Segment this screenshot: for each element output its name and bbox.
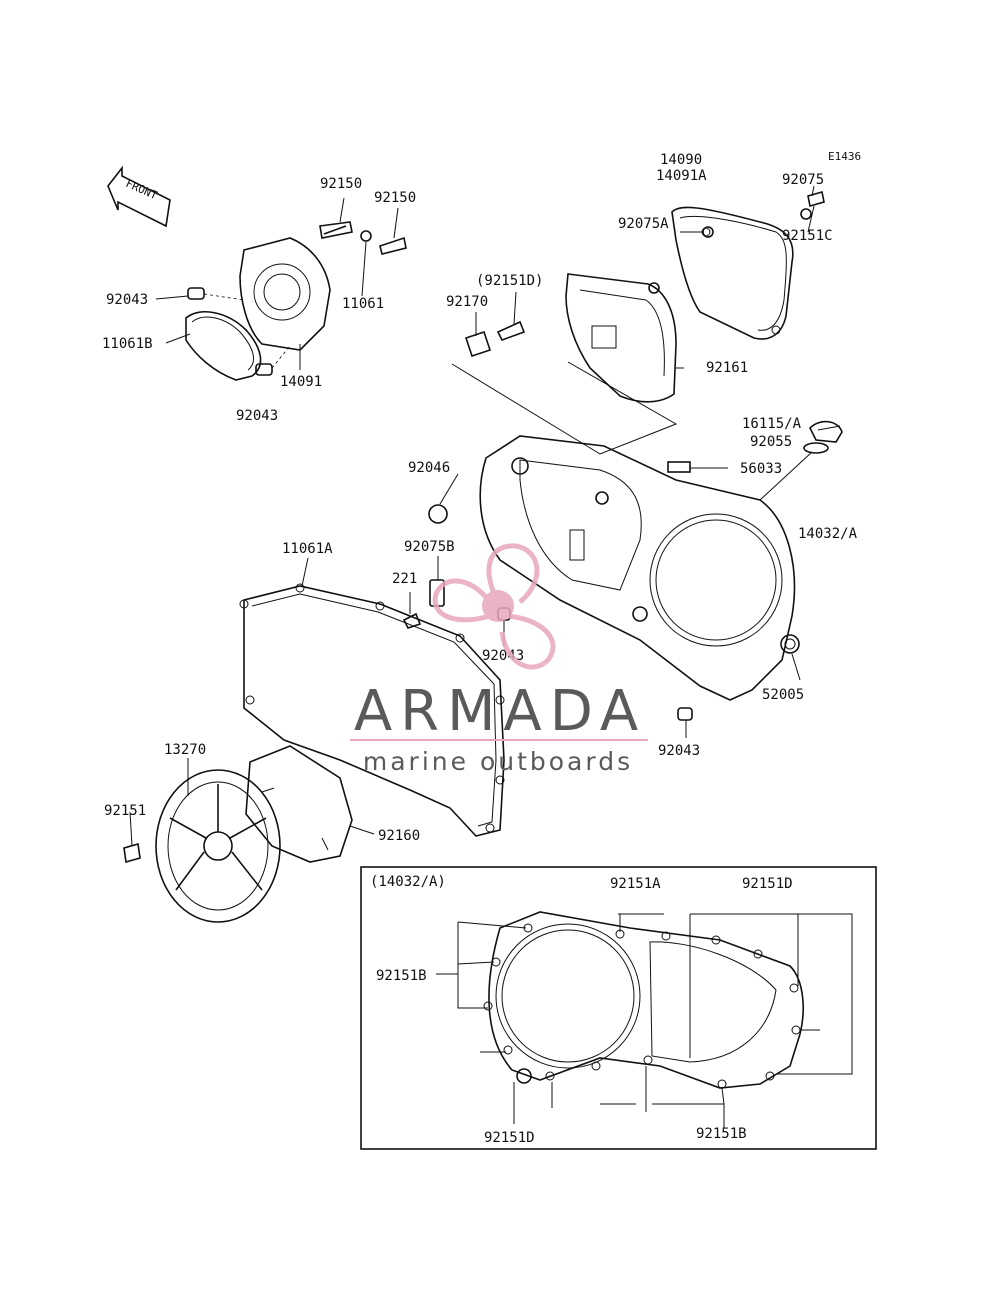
label-92170: 92170 bbox=[446, 294, 488, 310]
label-14032a: 14032/A bbox=[798, 526, 858, 542]
label-92055: 92055 bbox=[750, 434, 792, 450]
bolt-icon bbox=[379, 236, 407, 255]
dowel-pin-icon bbox=[677, 707, 693, 721]
part-labels: 14090 14091A 92075 92151C 92075A (92151D… bbox=[102, 152, 858, 844]
label-14091a: 14091A bbox=[656, 168, 707, 184]
label-92151d-bottom: 92151D bbox=[484, 1130, 535, 1146]
upper-right-leaders bbox=[451, 185, 815, 455]
clutch-cover bbox=[123, 769, 281, 923]
label-16115a: 16115/A bbox=[742, 416, 802, 432]
dowel-pin-icon bbox=[255, 363, 273, 376]
label-92161: 92161 bbox=[706, 360, 748, 376]
inset-box bbox=[360, 866, 877, 1150]
label-56033: 56033 bbox=[740, 461, 782, 477]
label-92046: 92046 bbox=[408, 460, 450, 476]
label-92150-b: 92150 bbox=[374, 190, 416, 206]
label-92075b: 92075B bbox=[404, 539, 455, 555]
bolt-icon bbox=[496, 320, 526, 341]
inset-labels: (14032/A) 92151A 92151D 92151B 92151D 92… bbox=[370, 874, 793, 1146]
label-92043-b: 92043 bbox=[236, 408, 278, 424]
grommet-icon bbox=[648, 282, 660, 294]
label-92151b-bottom: 92151B bbox=[696, 1126, 747, 1142]
small-cover-leaders bbox=[155, 197, 399, 370]
propeller-logo-icon bbox=[432, 543, 556, 670]
label-92150-a: 92150 bbox=[320, 176, 362, 192]
label-92151d-top: 92151D bbox=[742, 876, 793, 892]
washer-icon bbox=[360, 230, 372, 242]
label-92075a: 92075A bbox=[618, 216, 669, 232]
outer-small-cover bbox=[671, 206, 794, 340]
oil-seal-icon bbox=[780, 634, 800, 654]
label-11061a: 11061A bbox=[282, 541, 333, 557]
bolt-icon bbox=[319, 221, 353, 239]
label-11061: 11061 bbox=[342, 296, 384, 312]
watermark-tagline: marine outboards bbox=[363, 747, 633, 776]
label-92043-d: 92043 bbox=[658, 743, 700, 759]
label-92151b-left: 92151B bbox=[376, 968, 427, 984]
clamp-icon bbox=[464, 330, 492, 358]
bolt-icon bbox=[807, 190, 825, 208]
label-92075: 92075 bbox=[782, 172, 824, 188]
label-14091: 14091 bbox=[280, 374, 322, 390]
watermark: ARMADA marine outboards bbox=[350, 543, 648, 776]
label-92043-a: 92043 bbox=[106, 292, 148, 308]
label-14090: 14090 bbox=[660, 152, 702, 168]
o-ring-icon bbox=[803, 442, 829, 454]
bolt-icon bbox=[123, 842, 141, 864]
filler-cap-icon bbox=[809, 420, 843, 443]
inset-title: (14032/A) bbox=[370, 874, 446, 890]
small-cover-assembly bbox=[185, 221, 407, 381]
lower-left-leaders bbox=[129, 758, 375, 847]
cover-plate bbox=[245, 745, 353, 863]
bushing-icon bbox=[428, 504, 448, 524]
main-cover bbox=[479, 435, 796, 701]
front-label: FRONT bbox=[124, 177, 160, 202]
diagram-ref-code: E1436 bbox=[828, 150, 861, 163]
inner-cover bbox=[565, 273, 677, 403]
label-92151a: 92151A bbox=[610, 876, 661, 892]
upper-right-hardware bbox=[464, 190, 825, 358]
label-92151d-paren: (92151D) bbox=[476, 273, 543, 289]
label-92160: 92160 bbox=[378, 828, 420, 844]
label-92151: 92151 bbox=[104, 803, 146, 819]
inset-leaders bbox=[436, 913, 853, 1128]
large-gasket bbox=[239, 557, 505, 837]
label-221: 221 bbox=[392, 571, 417, 587]
label-52005: 52005 bbox=[762, 687, 804, 703]
dowel-pin-icon bbox=[187, 287, 205, 300]
front-arrow-icon: FRONT bbox=[107, 165, 171, 228]
grommet-icon bbox=[800, 208, 812, 220]
plate-icon bbox=[667, 461, 691, 473]
label-13270: 13270 bbox=[164, 742, 206, 758]
grommet-icon bbox=[702, 226, 714, 238]
label-92151c: 92151C bbox=[782, 228, 833, 244]
label-11061b: 11061B bbox=[102, 336, 153, 352]
watermark-brand: ARMADA bbox=[354, 679, 646, 744]
